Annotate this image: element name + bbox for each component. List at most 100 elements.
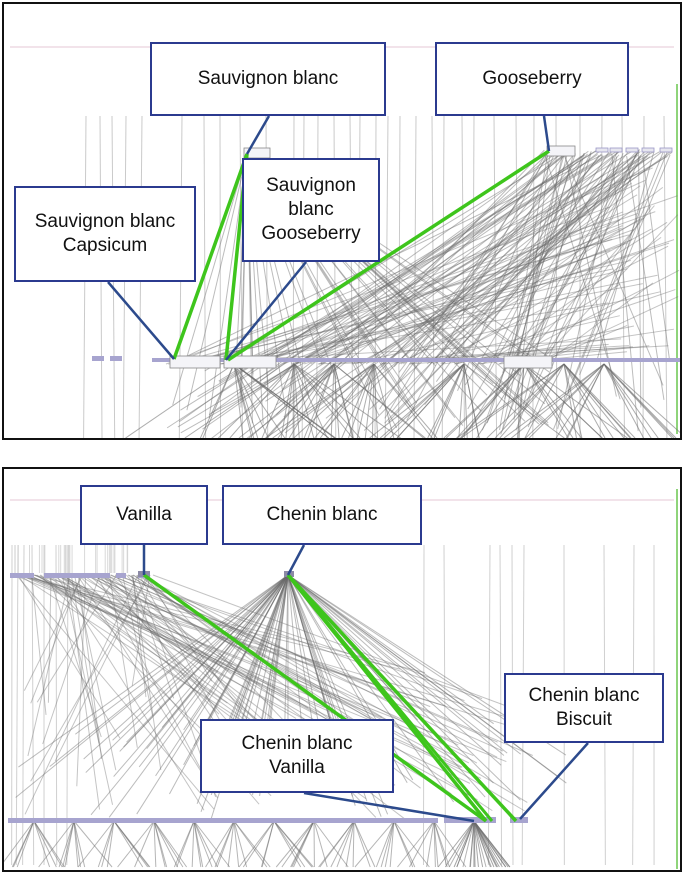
graph-edge [193,820,213,868]
graph-edge [275,150,601,406]
graph-edge [73,820,113,868]
graph-edge [433,820,450,868]
leader-line [225,261,307,361]
right-edge-strip [676,489,678,869]
graph-edge [330,363,335,438]
graph-edge [524,363,565,438]
graph-edge [409,820,435,868]
graph-edge [563,363,625,438]
graph-edge [499,269,680,365]
graph-edge [511,363,605,438]
graph-edge [433,820,439,868]
graph-edge [469,820,475,868]
top-row-node [595,147,609,153]
graph-edge [96,574,213,790]
graph-edge [353,820,376,868]
graph-edge [153,820,184,868]
graph-edge [219,283,643,365]
graph-edge [389,820,395,868]
graph-edge [523,363,574,438]
graph-edge [78,574,309,709]
graph-edge [83,574,289,760]
vertical-edge [31,544,35,866]
vertical-edge [599,115,603,438]
graph-edge [569,150,669,391]
graph-edge [108,574,289,818]
node-gooseberry [546,145,576,157]
callout-chenin-vanilla: Chenin blanc Vanilla [200,719,394,793]
graph-edge [115,574,219,728]
graph-edge [98,574,211,695]
callout-sauvignon-gooseberry: Sauvignon blanc Gooseberry [242,158,380,262]
graph-edge [424,152,629,405]
graph-edge [393,820,414,868]
graph-node [66,573,90,578]
graph-edge [502,152,566,374]
vertical-edge [471,115,475,438]
graph-edge [291,820,315,868]
graph-node [44,573,68,578]
graph-edge [515,152,568,364]
graph-edge [275,148,553,416]
graph-edge [537,205,652,365]
graph-edge [130,574,175,699]
node-combined [503,355,553,369]
graph-edge [228,574,289,721]
graph-edge [36,574,118,703]
graph-edge [153,820,157,868]
graph-edge [17,574,121,739]
graph-edge [105,574,504,752]
graph-edge [57,574,297,719]
graph-edge [543,282,654,365]
graph-edge [523,363,569,438]
vertical-edge [663,115,668,438]
graph-edge [473,820,476,868]
graph-edge [287,574,505,756]
graph-edge [91,574,470,764]
graph-edge [426,820,435,868]
graph-edge [457,154,555,391]
vertical-edge [422,544,425,866]
graph-edge [259,574,289,735]
graph-edge [233,820,240,868]
graph-edge [180,156,668,434]
graph-edge [287,574,521,755]
graph-edge [193,820,204,868]
graph-edge [638,149,642,408]
graph-edge [113,820,144,868]
graph-edge [293,363,378,438]
graph-edge [393,153,588,368]
graph-edge [126,574,289,743]
top-row-node [659,147,673,153]
graph-edge [193,820,231,868]
vertical-edge [461,115,465,438]
graph-edge [153,820,188,868]
graph-edge [482,283,621,365]
graph-edge [352,820,355,868]
graph-edge [153,820,179,868]
graph-edge [409,315,620,365]
graph-edge [487,151,592,371]
graph-edge [131,574,151,686]
graph-edge [429,149,639,364]
graph-edge [229,363,295,438]
graph-edge [64,820,75,868]
graph-edge [101,574,232,675]
vertical-edge [398,115,401,438]
graph-edge [379,150,621,369]
leader-line [286,544,306,576]
graph-edge [233,363,286,438]
graph-edge [73,820,86,868]
highlight-edge [172,153,249,360]
graph-edge [293,363,300,438]
graph-edge [234,179,646,365]
graph-edge [369,363,465,438]
graph-edge [55,574,205,811]
graph-edge [486,153,576,424]
graph-edge [473,820,484,868]
graph-edge [348,363,375,438]
graph-edge [481,236,662,365]
graph-edge [28,574,471,784]
graph-edge [97,820,115,868]
node-sauvignon-gooseberry [223,355,277,369]
